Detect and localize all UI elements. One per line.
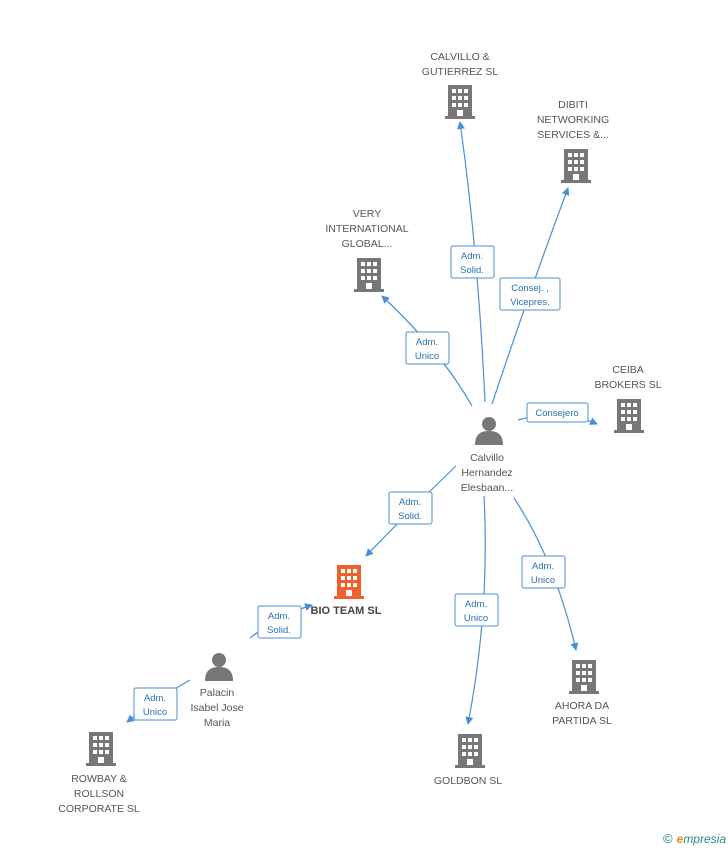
building-icon: [86, 732, 116, 766]
edge-label-text: Unico: [143, 707, 167, 718]
edge-label-text: Adm.: [399, 497, 421, 508]
building-icon: [334, 565, 364, 599]
node-label: CEIBA: [612, 364, 644, 376]
edge-label-text: Solid.: [398, 511, 422, 522]
brand-logo: ©empresia: [663, 831, 726, 846]
node-ceiba[interactable]: CEIBA BROKERS SL: [594, 364, 662, 433]
node-label: Hernandez: [461, 467, 512, 479]
node-label: CORPORATE SL: [58, 803, 140, 815]
person-icon: [205, 653, 233, 681]
person-icon: [475, 417, 503, 445]
edge-label-e2: Consej. , Vicepres.: [499, 277, 561, 311]
node-label: BROKERS SL: [594, 379, 661, 391]
node-label: ROLLSON: [74, 788, 124, 800]
edge-label-text: Adm.: [416, 337, 438, 348]
node-label: PARTIDA SL: [552, 715, 612, 727]
edge-label-text: Solid.: [267, 625, 291, 636]
node-palacin[interactable]: Palacin Isabel Jose Maria: [190, 653, 244, 729]
edge-label-e4: Consejero: [526, 402, 589, 423]
building-icon: [455, 734, 485, 768]
edge-label-text: Unico: [464, 613, 488, 624]
nodes: CALVILLO & GUTIERREZ SL DIBITI NETWORKIN…: [58, 51, 661, 815]
copyright-symbol: ©: [663, 831, 673, 846]
node-dibiti[interactable]: DIBITI NETWORKING SERVICES &...: [537, 99, 609, 183]
node-label: INTERNATIONAL: [325, 223, 408, 235]
node-label: GUTIERREZ SL: [422, 66, 499, 78]
edge-label-e8: Adm. Solid.: [257, 605, 302, 639]
edge-label-text: Adm.: [144, 693, 166, 704]
building-icon: [445, 85, 475, 119]
edge-label-e9: Adm. Unico: [133, 687, 178, 721]
edge-label-text: Adm.: [532, 561, 554, 572]
node-goldbon[interactable]: GOLDBON SL: [434, 734, 502, 787]
building-icon: [614, 399, 644, 433]
node-label: Calvillo: [470, 452, 504, 464]
edge-label-e3: Adm. Unico: [405, 331, 450, 365]
edge-label-text: Solid.: [460, 265, 484, 276]
node-label: Elesbaan...: [461, 482, 514, 494]
node-label: ROWBAY &: [71, 773, 127, 785]
node-label: SERVICES &...: [537, 129, 609, 141]
logo-initial: e: [676, 832, 684, 846]
node-label: NETWORKING: [537, 114, 609, 126]
edge-label-text: Consejero: [535, 408, 578, 419]
node-label: VERY: [353, 208, 381, 220]
edge-label-text: Unico: [531, 575, 555, 586]
node-calvillo-gutierrez[interactable]: CALVILLO & GUTIERREZ SL: [422, 51, 499, 119]
logo-text: mpresia: [683, 832, 726, 846]
edge-labels: Adm. Solid. Consej. , Vicepres. Adm. Uni…: [133, 245, 589, 721]
building-icon: [561, 149, 591, 183]
node-rowbay[interactable]: ROWBAY & ROLLSON CORPORATE SL: [58, 732, 140, 815]
edge-label-e1: Adm. Solid.: [450, 245, 495, 279]
edge-label-e5: Adm. Solid.: [388, 491, 433, 525]
node-label: Maria: [204, 717, 230, 729]
building-icon: [569, 660, 599, 694]
node-label: GOLDBON SL: [434, 775, 502, 787]
edge-label-text: Adm.: [465, 599, 487, 610]
edge-label-text: Adm.: [461, 251, 483, 262]
edge-label-e6: Adm. Unico: [521, 555, 566, 589]
edge-label-text: Vicepres.: [510, 297, 549, 308]
edge-label-text: Consej. ,: [511, 283, 549, 294]
node-very-international[interactable]: VERY INTERNATIONAL GLOBAL...: [325, 208, 409, 292]
node-label: Palacin: [200, 687, 235, 699]
node-calvillo-person[interactable]: Calvillo Hernandez Elesbaan...: [461, 417, 514, 494]
node-label: AHORA DA: [555, 700, 609, 712]
node-label: CALVILLO &: [430, 51, 489, 63]
building-icon: [354, 258, 384, 292]
node-bio-team[interactable]: BIO TEAM SL: [311, 565, 382, 617]
node-label: DIBITI: [558, 99, 588, 111]
edge-label-e7: Adm. Unico: [454, 593, 499, 627]
node-label: GLOBAL...: [342, 238, 393, 250]
edge-label-text: Adm.: [268, 611, 290, 622]
edge-label-text: Unico: [415, 351, 439, 362]
node-label: Isabel Jose: [190, 702, 243, 714]
node-ahora[interactable]: AHORA DA PARTIDA SL: [552, 660, 612, 727]
node-label: BIO TEAM SL: [311, 605, 382, 617]
